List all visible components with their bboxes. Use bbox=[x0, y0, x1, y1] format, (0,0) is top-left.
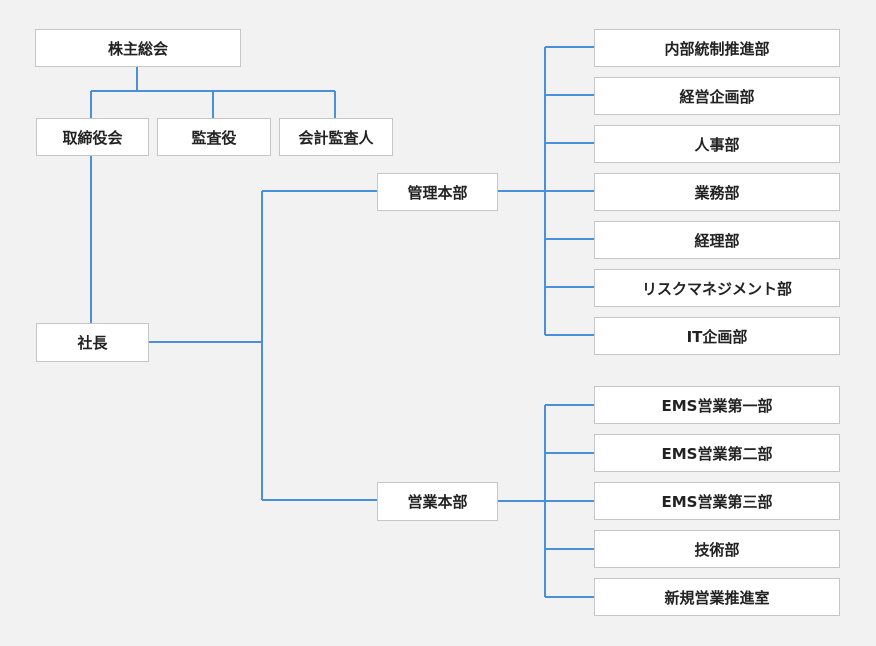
box-department: EMS営業第三部 bbox=[594, 482, 840, 520]
box-accounting-auditor: 会計監査人 bbox=[279, 118, 393, 156]
box-department: 経理部 bbox=[594, 221, 840, 259]
box-department: EMS営業第二部 bbox=[594, 434, 840, 472]
box-department: 内部統制推進部 bbox=[594, 29, 840, 67]
box-admin-division: 管理本部 bbox=[377, 173, 498, 211]
box-department: 技術部 bbox=[594, 530, 840, 568]
box-department: 新規営業推進室 bbox=[594, 578, 840, 616]
box-board-of-directors: 取締役会 bbox=[36, 118, 149, 156]
box-shareholders-meeting: 株主総会 bbox=[35, 29, 241, 67]
box-sales-division: 営業本部 bbox=[377, 482, 498, 521]
box-department: EMS営業第一部 bbox=[594, 386, 840, 424]
box-department: 業務部 bbox=[594, 173, 840, 211]
box-department: IT企画部 bbox=[594, 317, 840, 355]
box-auditor: 監査役 bbox=[157, 118, 271, 156]
box-department: 経営企画部 bbox=[594, 77, 840, 115]
box-department: 人事部 bbox=[594, 125, 840, 163]
box-department: リスクマネジメント部 bbox=[594, 269, 840, 307]
box-president: 社長 bbox=[36, 323, 149, 362]
